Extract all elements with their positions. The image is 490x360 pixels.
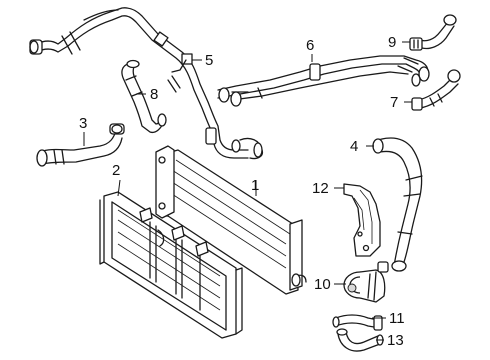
radiator-hose-3 <box>36 123 125 167</box>
callout-3: 3 <box>79 115 87 132</box>
callout-13: 13 <box>387 332 404 349</box>
coolant-hose-11 <box>332 314 383 331</box>
mounting-bracket-12 <box>343 183 381 257</box>
callout-8: 8 <box>150 86 158 103</box>
callout-10: 10 <box>314 276 331 293</box>
callout-7: 7 <box>390 94 398 111</box>
callout-11: 11 <box>389 310 405 327</box>
callout-2: 2 <box>112 162 120 179</box>
callout-1: 1 <box>251 177 259 194</box>
callout-12: 12 <box>312 180 329 197</box>
callout-9: 9 <box>388 34 396 51</box>
coolant-hose-7 <box>411 69 461 111</box>
callout-4: 4 <box>350 138 358 155</box>
radiator-hose-4 <box>372 137 423 272</box>
coolant-hose-8 <box>121 59 167 134</box>
coolant-pipe-6 <box>217 55 430 107</box>
coolant-pipe-upper <box>29 7 264 160</box>
coolant-hose-9 <box>409 14 457 51</box>
radiator-1 <box>155 145 307 295</box>
callouts: 1 2 3 4 5 6 7 8 9 10 11 12 13 <box>79 34 405 349</box>
coolant-hose-13 <box>336 328 384 352</box>
leader-lines <box>83 41 412 341</box>
callout-6: 6 <box>306 37 314 54</box>
coolant-pump-10 <box>343 261 389 303</box>
callout-5: 5 <box>205 52 213 69</box>
